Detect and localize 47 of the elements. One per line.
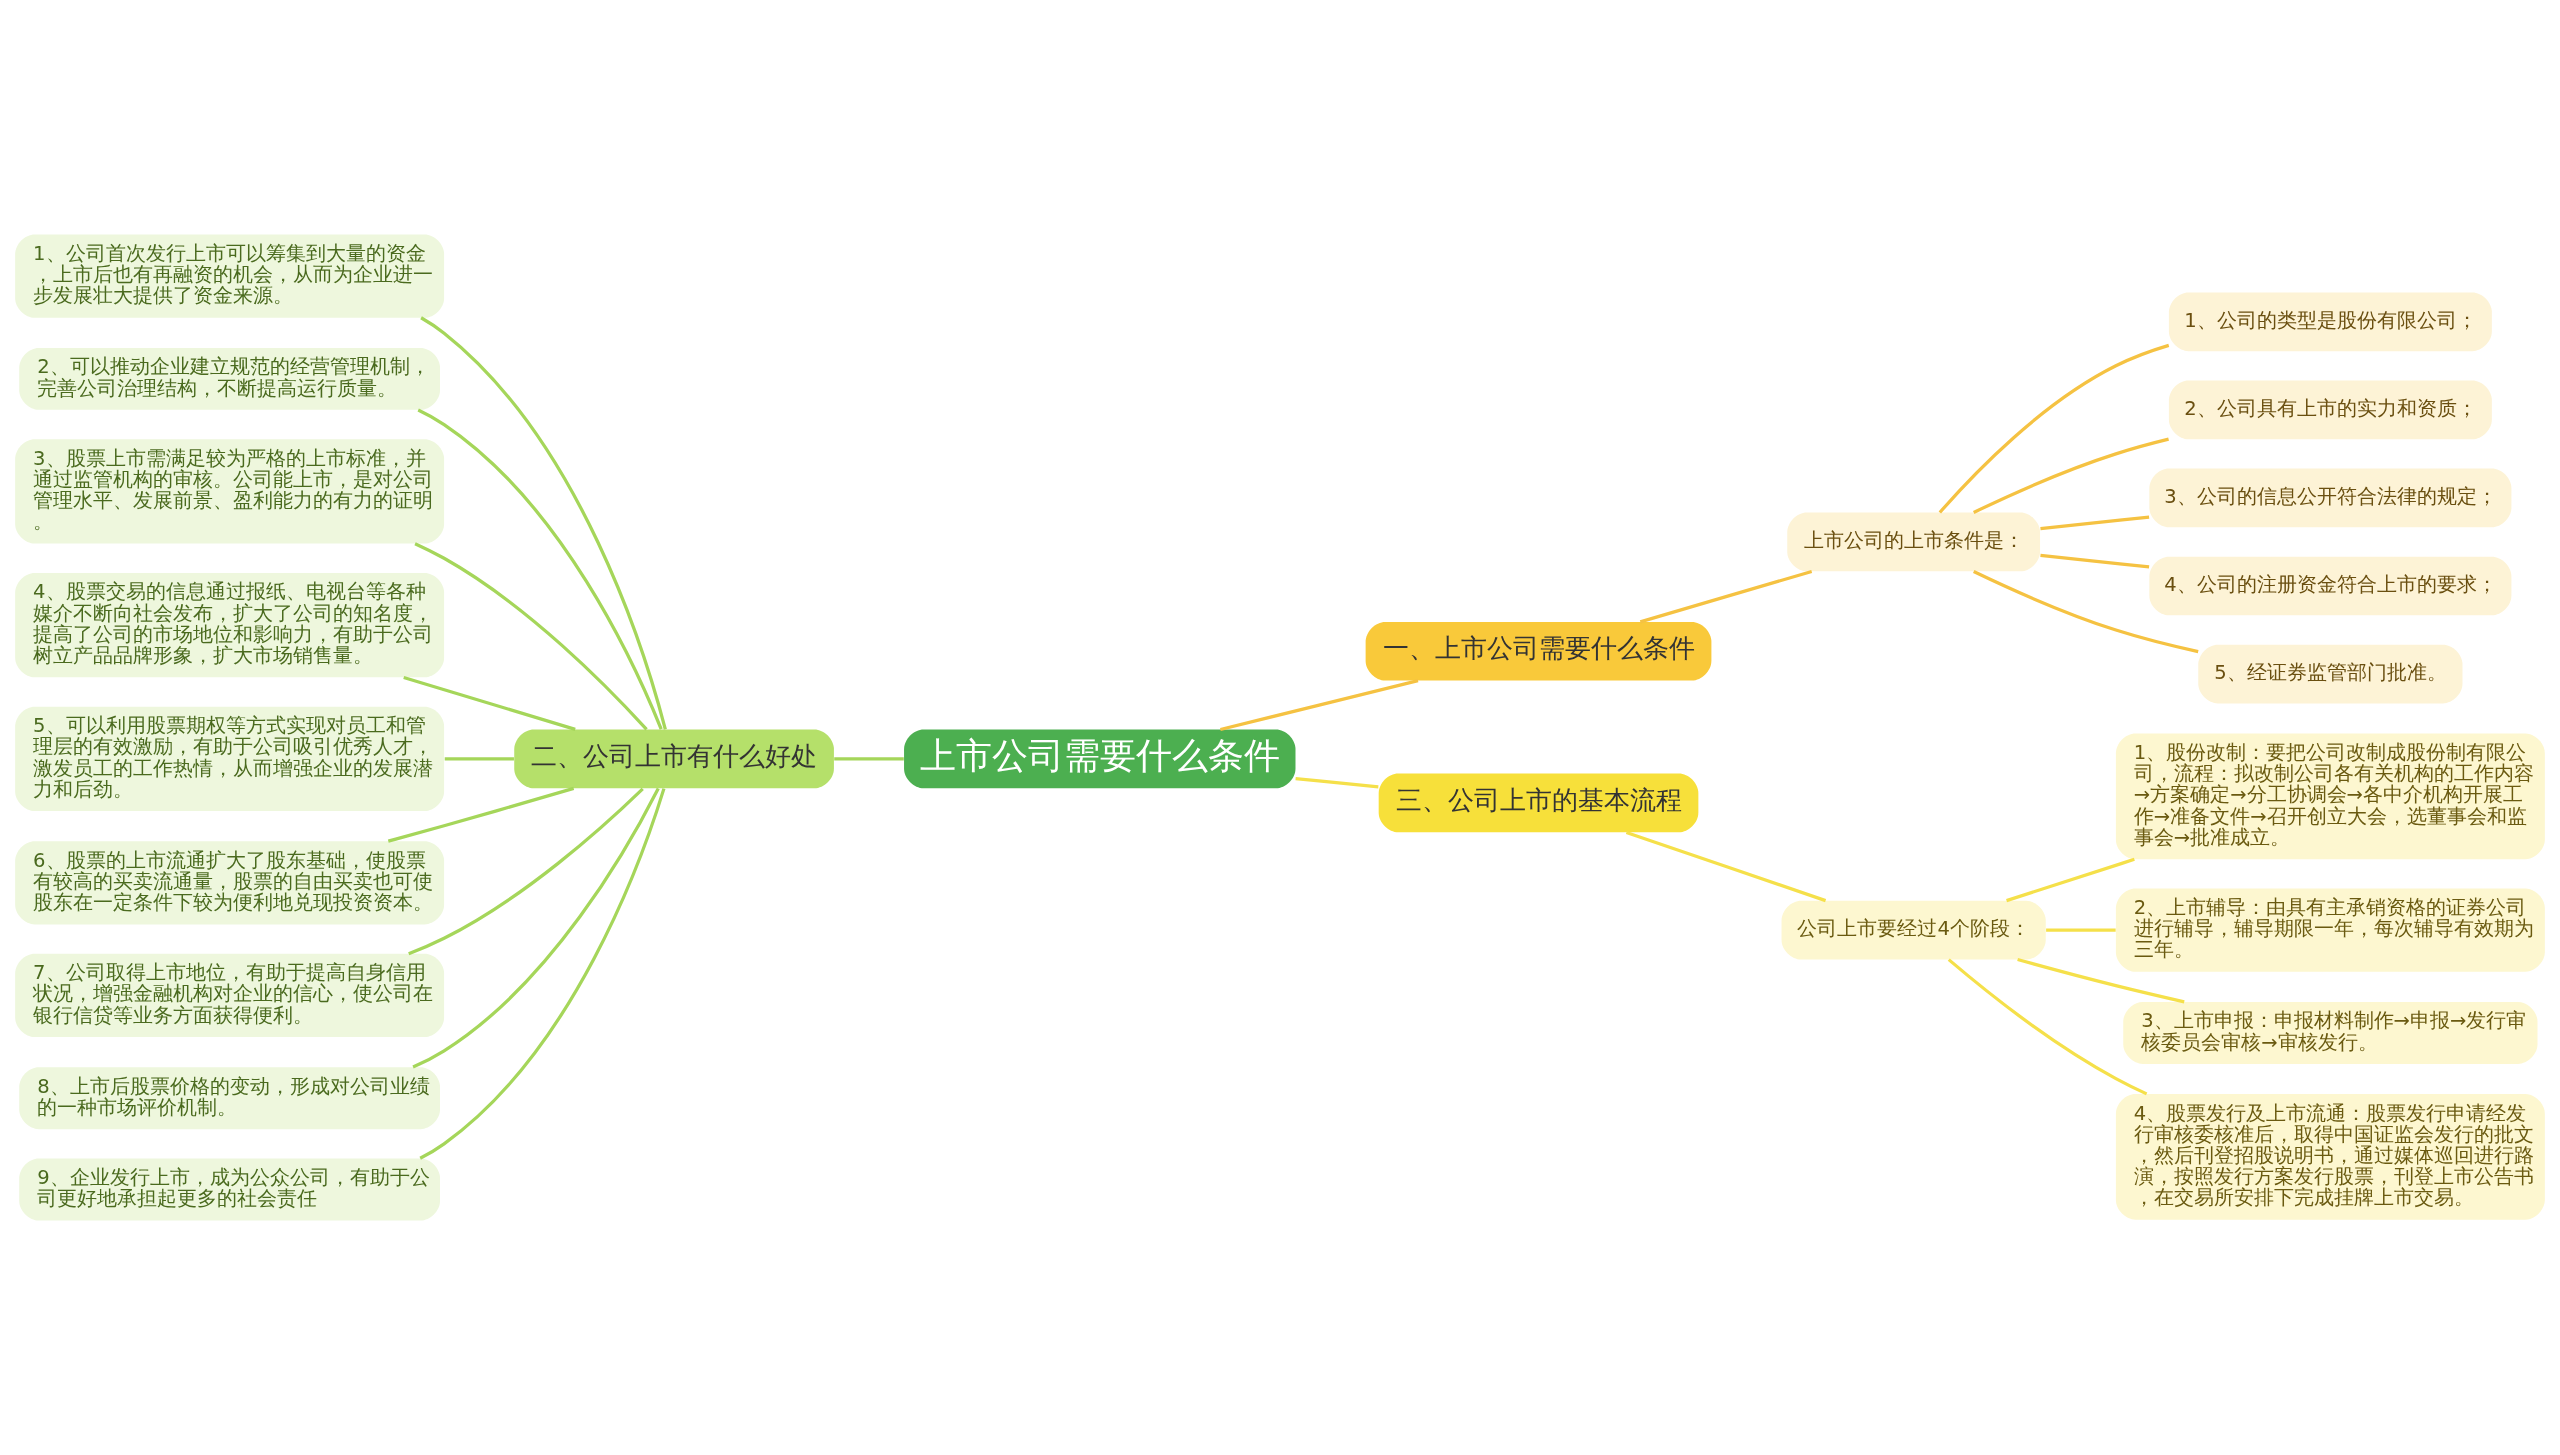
- connector: [417, 408, 663, 730]
- connector: [1973, 570, 2199, 654]
- node-box: 1、股份改制：要把公司改制成股份制有限公司，流程：拟改制公司各有关机构的工作内容→方案确定→分工协调会→各中介机构开展工作→准备文件→召开创立大会，选董事会和监事会→批准成立。: [2115, 733, 2545, 860]
- node-box: 6、股票的上市流通扩大了股东基础，使股票有较高的买卖流通量，股票的自由买卖也可使股东在一定条件下较为便利地兑现投资资本。: [15, 841, 445, 925]
- node-box: 4、股票交易的信息通过报纸、电视台等各种媒介不断向社会发布，扩大了公司的知名度，提高了公司的市场地位和影响力，有助于公司树立产品品牌形象，扩大市场销售量。: [15, 572, 445, 678]
- node-box: 3、公司的信息公开符合法律的规定；: [2149, 468, 2512, 528]
- connector: [1639, 569, 1813, 624]
- node-box: 9、企业发行上市，成为公众公司，有助于公司更好地承担起更多的社会责任: [19, 1158, 440, 1221]
- connector: [1947, 958, 2148, 1096]
- connector: [1973, 437, 2169, 514]
- node-box: 三、公司上市的基本流程: [1378, 773, 1699, 833]
- connector: [1938, 343, 2170, 514]
- connector: [2017, 957, 2185, 1004]
- node-box: 4、公司的注册资金符合上市的要求；: [2149, 556, 2512, 616]
- node-box: 上市公司需要什么条件: [904, 729, 1296, 789]
- node-box: 1、公司首次发行上市可以筹集到大量的资金，上市后也有再融资的机会，从而为企业进一步发展壮大提供了资金来源。: [15, 234, 445, 318]
- connector: [1625, 830, 1827, 903]
- connector: [1220, 679, 1419, 732]
- node-box: 二、公司上市有什么好处: [514, 729, 834, 789]
- connector: [420, 316, 667, 730]
- node-box: 3、股票上市需满足较为严格的上市标准，并通过监管机构的审核。公司能上市，是对公司管理水平、发展前景、盈利能力的有力的证明。: [15, 439, 445, 544]
- node-box: 5、可以利用股票期权等方式实现对员工和管理层的有效激励，有助于公司吸引优秀人才，激发员工的工作热情，从而增强企业的发展潜力和后劲。: [15, 706, 445, 812]
- node-box: 1、公司的类型是股份有限公司；: [2168, 292, 2492, 352]
- node-box: 2、上市辅导：由具有主承销资格的证券公司进行辅导，辅导期限一年，每次辅导有效期为三年。: [2115, 888, 2545, 972]
- node-box: 5、经证券监管部门批准。: [2198, 644, 2463, 704]
- connector: [2006, 857, 2135, 903]
- connector: [2040, 515, 2150, 531]
- connector: [1295, 776, 1379, 789]
- node-box: 2、可以推动企业建立规范的经营管理机制，完善公司治理结构，不断提高运行质量。: [19, 347, 440, 410]
- node-box: 公司上市要经过4个阶段：: [1781, 900, 2046, 960]
- node-box: 2、公司具有上市的实力和资质；: [2168, 380, 2492, 440]
- node-box: 一、上市公司需要什么条件: [1365, 621, 1712, 681]
- connector: [419, 788, 666, 1160]
- connector: [408, 787, 644, 956]
- connector: [2046, 928, 2116, 932]
- node-box: 4、股票发行及上市流通：股票发行申请经发行审核委核准后，取得中国证监会发行的批文，然后刊登招股说明书，通过媒体巡回进行路演，按照发行方案发行股票，刊登上市公告书，在交易所安排下完成挂牌上市交易。: [2115, 1094, 2545, 1220]
- connector: [444, 757, 514, 761]
- connector: [403, 675, 576, 731]
- connector: [412, 787, 660, 1069]
- node-box: 3、上市申报：申报材料制作→申报→发行审核委员会审核→审核发行。: [2123, 1001, 2538, 1064]
- connector: [414, 542, 648, 731]
- node-box: 7、公司取得上市地位，有助于提高自身信用状况，增强金融机构对企业的信心，使公司在银行信贷等业务方面获得便利。: [15, 953, 445, 1037]
- connector: [2040, 553, 2150, 569]
- node-box: 8、上市后股票价格的变动，形成对公司业绩的一种市场评价机制。: [19, 1067, 440, 1130]
- node-box: 上市公司的上市条件是：: [1787, 512, 2041, 572]
- connector: [387, 786, 575, 843]
- connector: [834, 757, 904, 761]
